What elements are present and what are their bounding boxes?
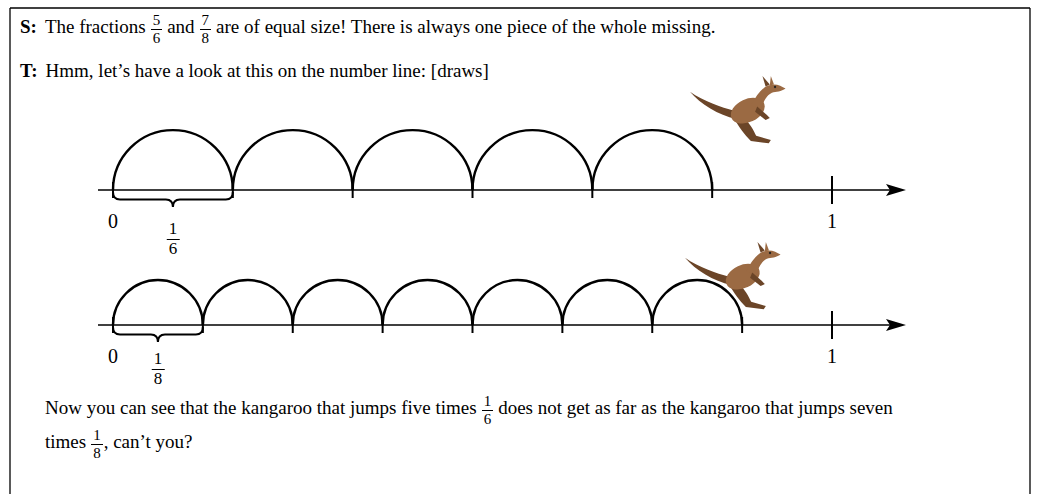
axis-label: 1	[827, 345, 837, 367]
jump-arc	[113, 280, 203, 325]
kangaroo-eye	[774, 86, 776, 88]
kangaroo-ear	[765, 242, 769, 251]
fraction: 16	[482, 393, 494, 427]
jump-arc	[473, 280, 563, 325]
dialogue-text: and	[167, 16, 194, 37]
axis-number: 0	[108, 210, 118, 232]
dialogue-text: are of equal size! There is always one p…	[216, 16, 715, 37]
jump-arc	[353, 130, 473, 190]
kangaroo-foreleg	[750, 272, 765, 286]
frame-line	[10, 7, 1030, 8]
axis-label: 16	[167, 220, 180, 258]
axis-number: 0	[108, 345, 118, 367]
axis-label: 18	[152, 350, 165, 388]
teacher-question: Now you can see that the kangaroo that j…	[45, 393, 905, 461]
numerator: 7	[200, 12, 212, 30]
kangaroo-neck	[751, 84, 786, 108]
jump-arc	[233, 130, 353, 190]
kangaroo-foreleg	[755, 106, 770, 120]
denominator: 8	[152, 370, 165, 389]
brace	[113, 192, 233, 207]
tick-mark	[831, 176, 833, 204]
number-line-axis	[98, 189, 896, 191]
kangaroo	[690, 76, 786, 143]
denominator: 6	[167, 240, 180, 259]
brace	[113, 327, 203, 342]
jump-arc	[592, 130, 712, 190]
kangaroo	[685, 242, 781, 309]
jump-arc	[203, 280, 293, 325]
axis-label: 0	[108, 210, 118, 232]
frame-line	[1029, 8, 1030, 494]
student-line: S:The fractions56and78are of equal size!…	[20, 12, 1020, 46]
axis-arrowhead	[886, 184, 906, 196]
teacher-line: T: Hmm, let’s have a look at this on the …	[20, 56, 1020, 86]
fraction: 16	[167, 220, 180, 258]
speaker-label: S:	[20, 16, 37, 37]
kangaroo-ear	[762, 76, 769, 87]
axis-arrowhead	[886, 319, 906, 331]
dialogue-text: The fractions	[45, 16, 146, 37]
tick-mark	[831, 311, 833, 339]
numerator: 1	[152, 350, 165, 370]
kangaroo-tail	[690, 92, 736, 119]
kangaroo-eye	[769, 252, 771, 254]
fraction: 18	[91, 427, 103, 461]
axis-label: 1	[827, 210, 837, 232]
fraction: 78	[200, 12, 212, 46]
numerator: 1	[482, 393, 494, 411]
jump-arc	[473, 130, 593, 190]
numerator: 5	[151, 12, 163, 30]
number-line-axis	[98, 324, 896, 326]
jump-arc	[383, 280, 473, 325]
fraction: 56	[151, 12, 163, 46]
dialogue-text: , can’t you?	[104, 431, 193, 452]
jump-arc	[293, 280, 383, 325]
denominator: 6	[482, 411, 494, 428]
denominator: 8	[200, 30, 212, 47]
numerator: 1	[167, 220, 180, 240]
kangaroo-tail	[685, 258, 731, 285]
dialogue-text: Hmm, let’s have a look at this on the nu…	[46, 60, 489, 81]
denominator: 6	[151, 30, 163, 47]
kangaroo-ear	[770, 76, 774, 85]
kangaroo-neck	[746, 250, 781, 274]
axis-label: 0	[108, 345, 118, 367]
axis-number: 1	[827, 345, 837, 367]
jump-arc	[562, 280, 652, 325]
frame-line	[9, 8, 10, 494]
axis-number: 1	[827, 210, 837, 232]
dialogue-text: Now you can see that the kangaroo that j…	[45, 397, 477, 418]
kangaroo-ear	[757, 242, 764, 253]
denominator: 8	[91, 445, 103, 462]
fraction: 18	[152, 350, 165, 388]
speaker-label: T:	[20, 60, 38, 81]
numerator: 1	[91, 427, 103, 445]
jump-arc	[113, 130, 233, 190]
